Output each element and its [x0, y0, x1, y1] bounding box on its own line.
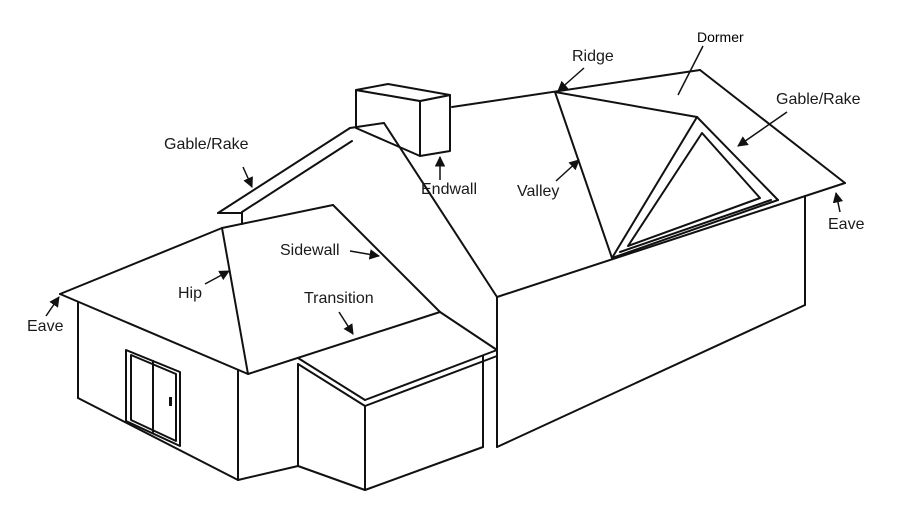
transition-shed	[297, 311, 498, 491]
sidewall-line	[332, 204, 441, 313]
hip-wing-roof	[59, 204, 441, 375]
shed-roof-fascia-right	[364, 355, 498, 407]
gable-roof-edge	[383, 122, 498, 298]
dormer-sill-line	[619, 199, 772, 253]
main-front-eave-line	[496, 182, 846, 298]
dormer-ridge-line	[554, 91, 698, 118]
shed-wall-bottom-left	[297, 465, 366, 491]
arrow-transition	[338, 311, 354, 335]
hip-back-edge	[59, 227, 223, 295]
dormer-bottom-edge	[611, 199, 779, 259]
gable-ridge-top	[349, 122, 385, 129]
hip-line	[221, 227, 249, 375]
arrow-eave-left	[45, 296, 60, 317]
chimney-top	[355, 83, 451, 102]
door-frame-inner	[130, 354, 177, 442]
hip-front-eave	[247, 311, 441, 375]
shed-roof-back-edge	[439, 311, 498, 351]
label-transition: Transition	[304, 290, 374, 307]
arrow-eave-right	[832, 191, 844, 213]
hip-ridge-line	[221, 204, 334, 229]
door-frame-outer	[125, 349, 181, 447]
hip-wing-walls	[77, 301, 299, 481]
label-valley: Valley	[517, 183, 559, 200]
wing-wall-front-bottom	[237, 465, 299, 481]
main-ridge-line	[451, 69, 701, 108]
dormer	[554, 91, 779, 259]
valley-line	[554, 91, 613, 259]
arrow-ridge	[557, 67, 585, 92]
label-gable-rake-left: Gable/Rake	[164, 136, 249, 153]
label-hip: Hip	[178, 285, 202, 302]
main-wall-bottom	[496, 304, 806, 448]
callout-arrows	[45, 45, 844, 335]
wing-wall-bottom	[77, 397, 239, 481]
label-dormer: Dormer	[697, 29, 744, 45]
arrow-sidewall	[349, 249, 381, 260]
arrow-valley	[555, 159, 580, 182]
label-ridge: Ridge	[572, 48, 614, 65]
chimney	[355, 83, 451, 157]
arrow-gable-rake-right	[737, 111, 788, 147]
door-handle	[169, 397, 172, 406]
hip-left-eave	[59, 293, 249, 375]
label-gable-rake-right: Gable/Rake	[776, 91, 861, 108]
garage-door	[125, 349, 181, 447]
main-walls	[496, 195, 806, 448]
leader-dormer	[677, 45, 704, 96]
dormer-left-rake	[611, 116, 698, 259]
arrow-gable-rake-left	[242, 166, 253, 188]
label-endwall: Endwall	[421, 181, 477, 198]
main-right-rake-line	[699, 69, 846, 184]
shed-roof-fascia-left	[297, 363, 366, 407]
label-sidewall: Sidewall	[280, 242, 340, 259]
shed-roof-front-right	[364, 349, 498, 401]
dormer-right-rake	[696, 116, 779, 201]
left-gable	[217, 122, 498, 298]
shed-wall-bottom-right	[364, 446, 484, 491]
arrow-hip	[204, 270, 230, 285]
label-eave-left: Eave	[27, 318, 64, 335]
main-roof	[451, 69, 846, 298]
shed-roof-front-left	[297, 357, 366, 401]
chimney-side-face	[419, 94, 451, 157]
gable-rake-inner	[241, 140, 353, 213]
labels: Gable/Rake Ridge Dormer Gable/Rake Endwa…	[27, 29, 865, 335]
gable-rake-outer	[217, 127, 351, 214]
dormer-gable-face	[627, 132, 761, 247]
label-eave-right: Eave	[828, 216, 865, 233]
